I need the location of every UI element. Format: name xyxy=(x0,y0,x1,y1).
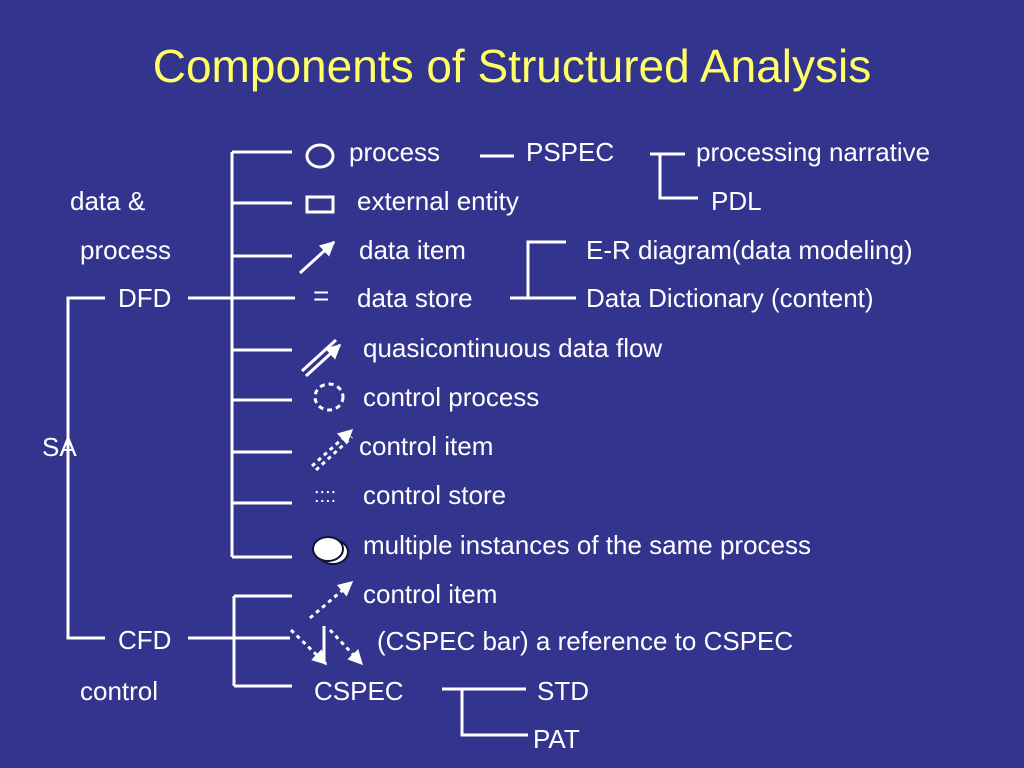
std-label: STD xyxy=(537,676,589,706)
processing-narrative-label: processing narrative xyxy=(696,137,931,167)
dfd-item-external-entity: external entity xyxy=(357,186,519,216)
cfd-label: CFD xyxy=(118,625,172,655)
dfd-caption-line2: process xyxy=(80,235,172,265)
dashed-arrow-icon xyxy=(309,580,354,620)
cspec-label: CSPEC xyxy=(314,676,404,706)
cfd-caption: control xyxy=(80,676,159,706)
sa-label: SA xyxy=(42,432,77,462)
stacked-circle-icon xyxy=(312,536,349,565)
pat-label: PAT xyxy=(533,724,580,754)
arrow-icon xyxy=(298,240,336,275)
slide-title: Components of Structured Analysis xyxy=(152,40,872,92)
dfd-item-control-store: control store xyxy=(363,480,507,510)
dfd-item-control-process: control process xyxy=(363,382,540,412)
dotted-lines-icon: :::: xyxy=(314,485,337,507)
circle-icon xyxy=(305,143,335,169)
sa-bracket xyxy=(66,296,105,640)
dfd-item-data-store: data store xyxy=(357,283,473,313)
cfd-item-control-item: control item xyxy=(363,579,498,609)
er-diagram-label: E-R diagram(data modeling) xyxy=(586,235,913,265)
pdl-label: PDL xyxy=(711,186,762,216)
dfd-item-data-item: data item xyxy=(359,235,466,265)
dfd-label: DFD xyxy=(118,283,172,313)
double-arrow-icon xyxy=(300,338,342,378)
dfd-item-multiple-instances: multiple instances of the same process xyxy=(363,530,811,560)
dfd-item-quasicontinuous-data-flow: quasicontinuous data flow xyxy=(363,333,663,363)
cspec-bar-icon xyxy=(289,626,364,666)
cfd-item-cspec-bar: (CSPEC bar) a reference to CSPEC xyxy=(377,626,794,656)
dfd-item-process: process xyxy=(349,137,441,167)
dashed-circle-icon xyxy=(313,382,345,412)
dashed-arrow-icon xyxy=(310,428,354,472)
dfd-caption-line1: data & xyxy=(70,186,146,216)
pspec-label: PSPEC xyxy=(526,137,615,167)
rectangle-icon xyxy=(305,195,335,214)
data-dictionary-label: Data Dictionary (content) xyxy=(586,283,874,313)
dfd-item-control-item: control item xyxy=(359,431,494,461)
equals-icon: = xyxy=(313,280,330,311)
